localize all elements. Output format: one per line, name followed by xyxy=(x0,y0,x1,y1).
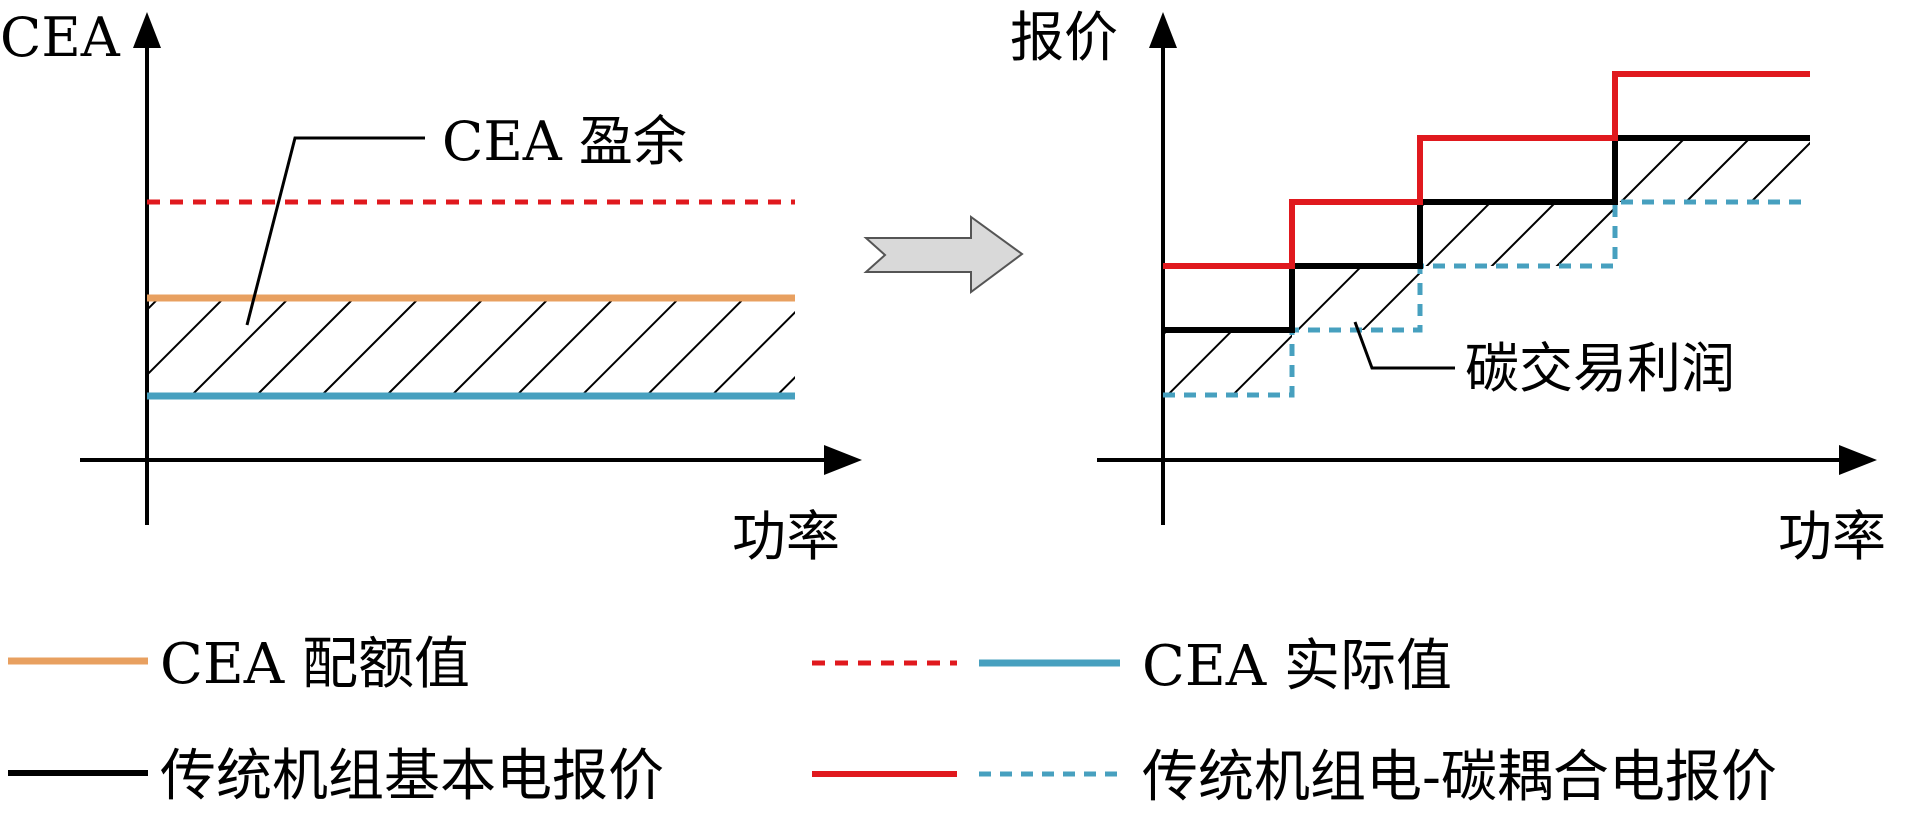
left-panel: CEA CEA 盈余 功率 xyxy=(0,6,862,568)
legend-coupled-bid-label: 传统机组电-碳耦合电报价 xyxy=(1142,745,1777,810)
coupled-bid-red-steps xyxy=(1163,71,1810,269)
surplus-label: CEA 盈余 xyxy=(442,110,687,173)
surplus-hatch-area xyxy=(147,300,795,394)
left-y-axis-arrowhead xyxy=(133,12,161,48)
left-x-axis-arrowhead xyxy=(824,445,862,475)
profit-label: 碳交易利润 xyxy=(1465,337,1735,400)
legend-quota-label: CEA 配额值 xyxy=(160,632,470,697)
surplus-callout-leader xyxy=(245,136,425,326)
right-panel: 报价 碳交易利润 功率 xyxy=(1010,6,1886,568)
legend-base-bid-label: 传统机组基本电报价 xyxy=(160,744,664,809)
right-x-axis-label: 功率 xyxy=(1778,505,1886,568)
legend: CEA 配额值 CEA 实际值 传统机组基本电报价 传统机组电-碳耦合电报价 xyxy=(8,632,1777,810)
right-y-axis-label: 报价 xyxy=(1010,6,1118,69)
left-x-axis-label: 功率 xyxy=(732,505,840,568)
right-y-axis-arrowhead xyxy=(1149,12,1177,48)
left-y-axis-label: CEA xyxy=(0,6,121,69)
base-bid-steps xyxy=(1163,135,1810,333)
profit-callout-leader xyxy=(1353,321,1455,370)
right-x-axis-arrowhead xyxy=(1839,445,1877,475)
coupled-bid-blue-dashed-steps xyxy=(1163,199,1810,398)
legend-actual-label: CEA 实际值 xyxy=(1142,634,1452,699)
transition-arrow xyxy=(863,215,1024,294)
